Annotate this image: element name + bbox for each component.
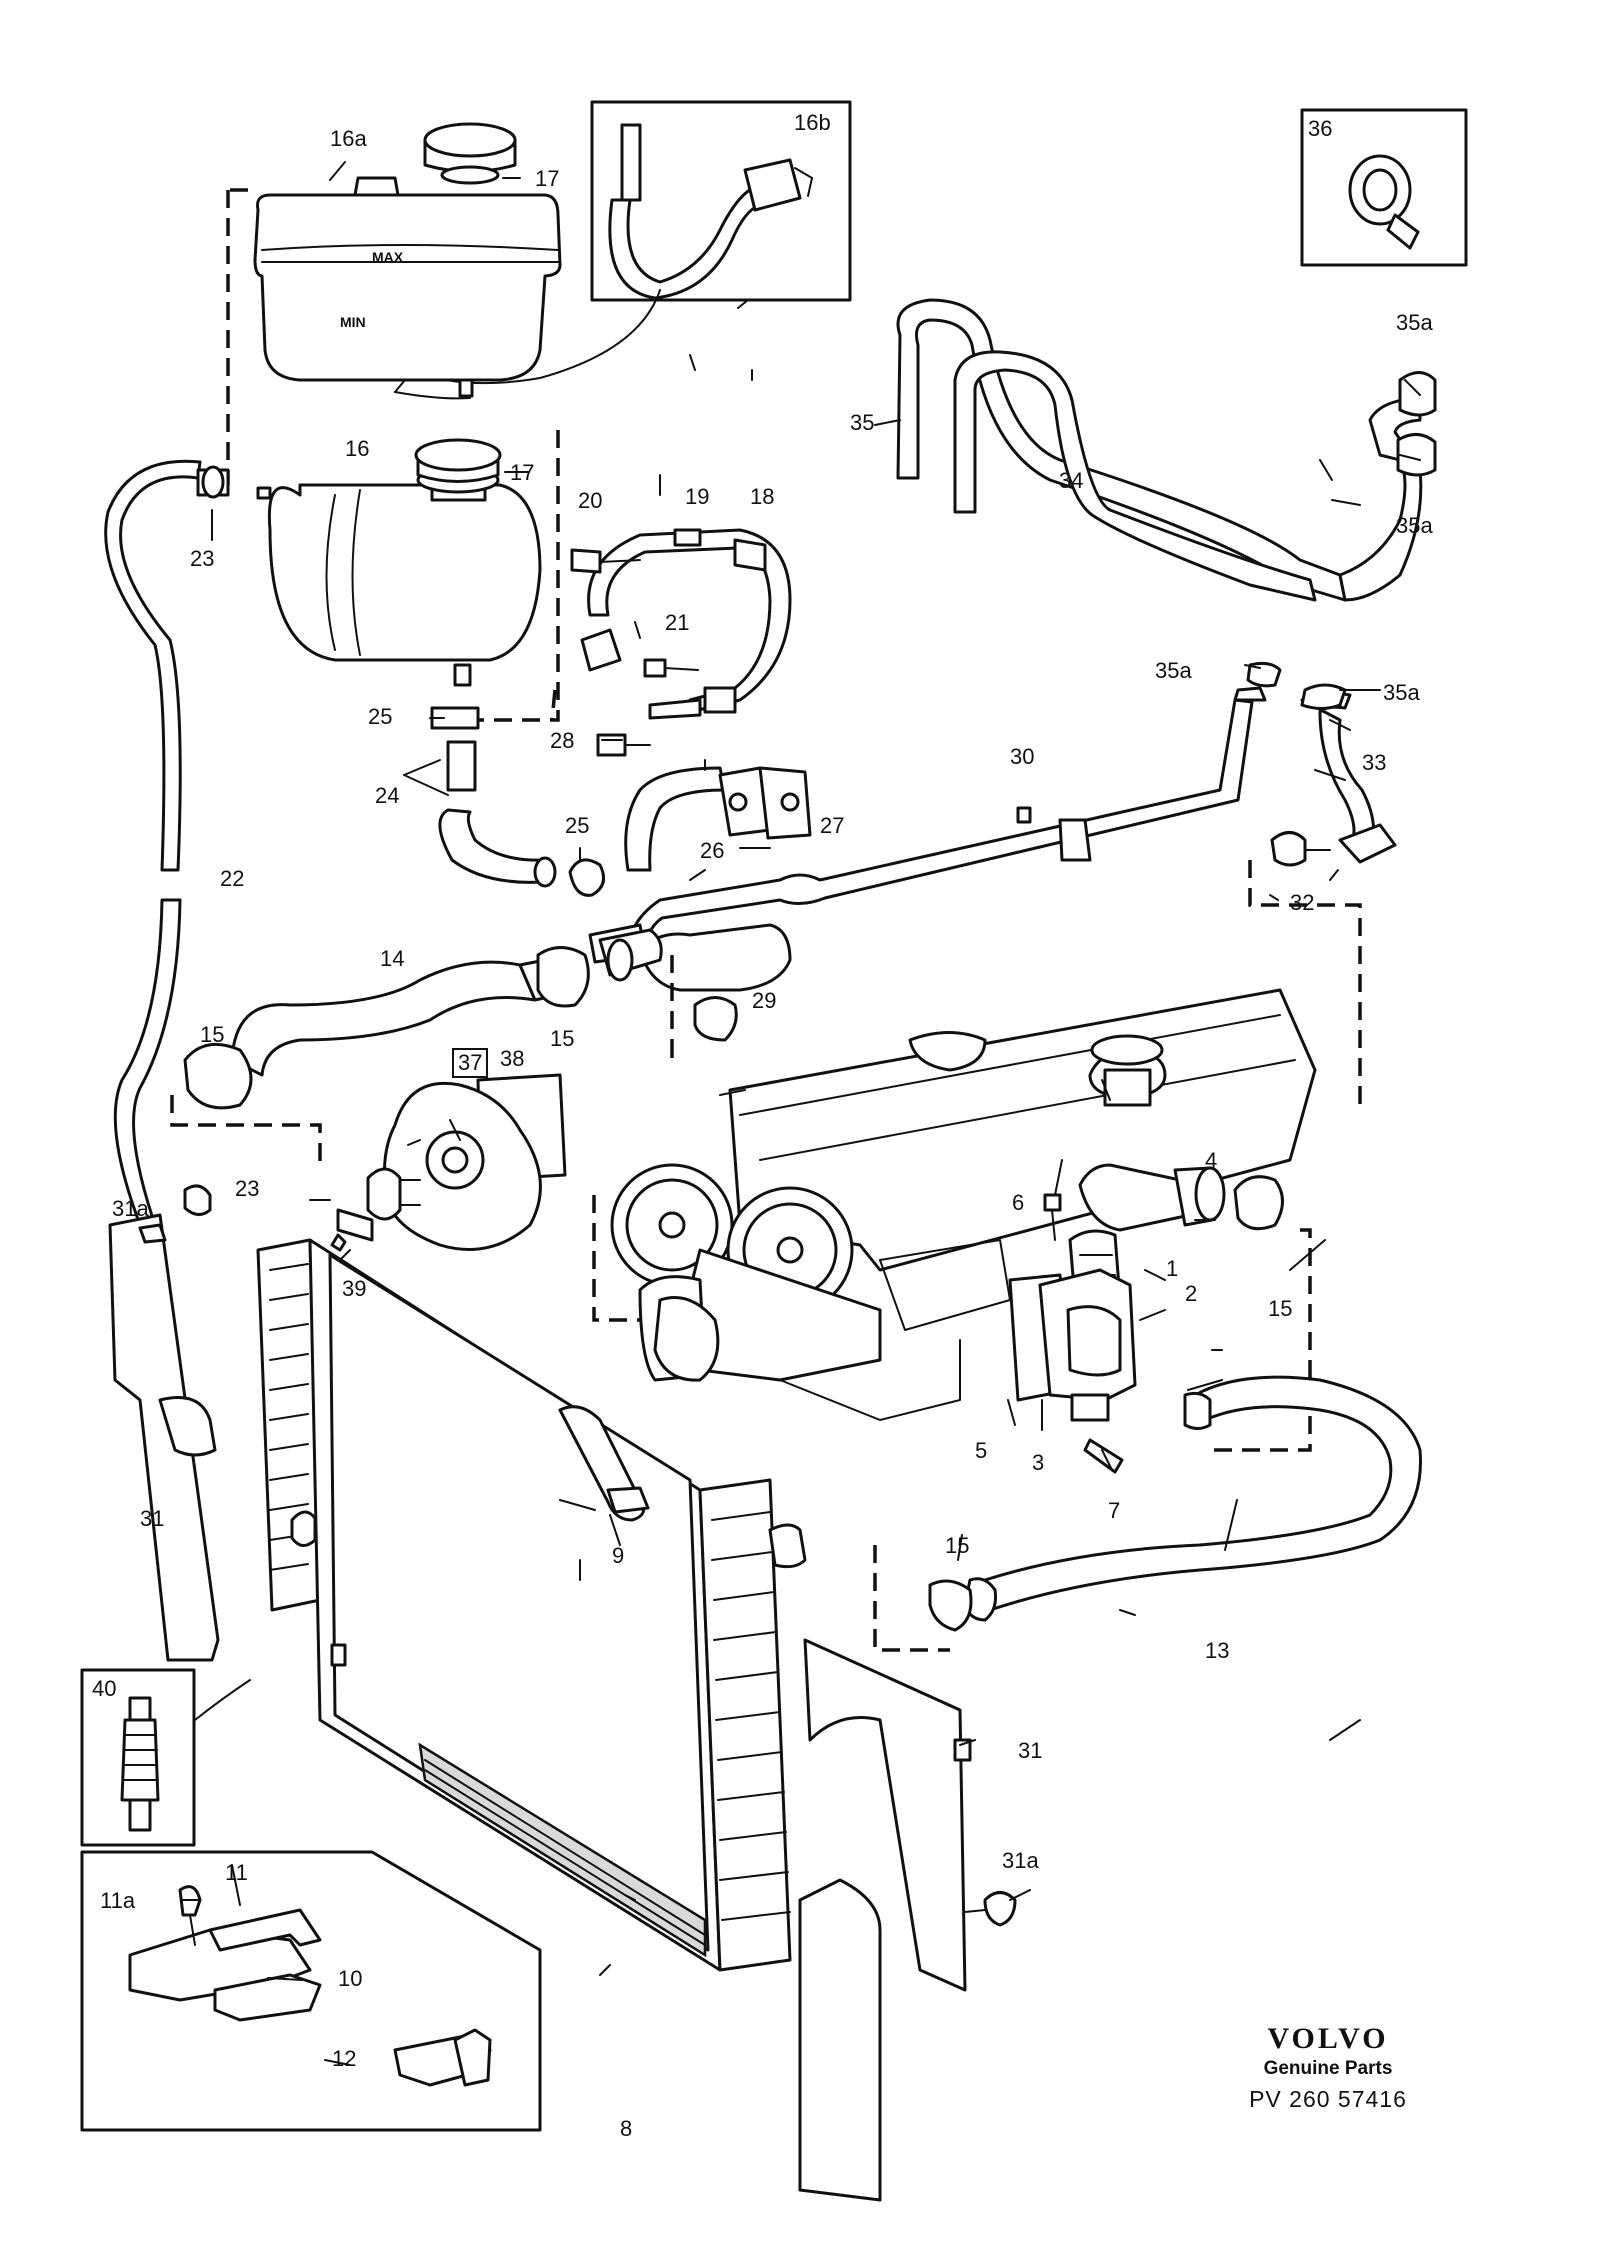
callout-12: 12 — [332, 2046, 357, 2071]
tank-strap-18-19 — [570, 528, 792, 720]
callout-2: 2 — [1185, 1281, 1198, 1306]
callout-31a-right: 31a — [1002, 1848, 1039, 1873]
callout-32: 32 — [1290, 890, 1315, 915]
water-pump-37 — [330, 1073, 567, 1252]
callout-31a-left: 31a — [112, 1196, 149, 1221]
lower-hose-13 — [928, 1375, 1422, 1632]
callout-25-mid: 25 — [565, 813, 590, 838]
volvo-logo: VOLVO — [1267, 2022, 1389, 2055]
callout-35a-3: 35a — [1155, 658, 1192, 683]
overflow-hose-22 — [104, 459, 230, 1272]
callout-16a: 16a — [330, 126, 367, 151]
callout-27: 27 — [820, 813, 845, 838]
callout-20: 20 — [578, 488, 603, 513]
callout-18: 18 — [750, 484, 775, 509]
callout-4: 4 — [1205, 1148, 1218, 1173]
callout-40: 40 — [92, 1676, 117, 1701]
callout-35: 35 — [850, 410, 875, 435]
callout-16: 16 — [345, 436, 370, 461]
callout-35a-1: 35a — [1396, 310, 1433, 335]
callout-29: 29 — [752, 988, 777, 1013]
callout-14: 14 — [380, 946, 405, 971]
callout-36: 36 — [1308, 116, 1333, 141]
pipe-26 — [588, 698, 1254, 992]
callout-25-top: 25 — [368, 704, 393, 729]
callout-13: 13 — [1205, 1638, 1230, 1663]
upper-hose-14 — [183, 928, 738, 1110]
callout-17-mid: 17 — [510, 460, 535, 485]
callout-22: 22 — [220, 866, 245, 891]
cover-31-left — [108, 1213, 220, 1662]
callout-5: 5 — [975, 1438, 988, 1463]
callout-33: 33 — [1362, 750, 1387, 775]
callout-11a: 11a — [100, 1888, 136, 1913]
callout-7: 7 — [1108, 1498, 1121, 1523]
brand-tagline: Genuine Parts — [1263, 2058, 1393, 2079]
callout-35a-2: 35a — [1396, 513, 1433, 538]
callout-23-bottom: 23 — [235, 1176, 260, 1201]
expansion-tank-16 — [256, 438, 542, 687]
callout-3: 3 — [1032, 1450, 1045, 1475]
callout-23-top: 23 — [190, 546, 215, 571]
nipple-23-lower — [183, 1184, 212, 1216]
callout-37: 37 — [452, 1048, 489, 1078]
hoses-33-34-35 — [896, 298, 1437, 864]
inset-40-drain-plug — [80, 1668, 251, 1847]
callout-34: 34 — [1059, 468, 1084, 493]
callout-31-left: 31 — [140, 1506, 165, 1531]
leader-lines — [182, 161, 1421, 2066]
callout-30: 30 — [1010, 744, 1035, 769]
callout-31-right: 31 — [1018, 1738, 1043, 1763]
callout-26: 26 — [700, 838, 725, 863]
volvo-brand-block: VOLVO Genuine Parts PV 260 57416 — [1248, 2022, 1408, 2113]
callout-35a-4: 35a — [1383, 680, 1420, 705]
callout-24: 24 — [375, 783, 400, 808]
engine-cylinder-head — [610, 988, 1317, 1421]
thermostat-assembly — [1008, 1163, 1284, 1474]
callout-6: 6 — [1012, 1190, 1025, 1215]
tank-max-marking: MAX — [372, 249, 404, 265]
callout-17-top: 17 — [535, 166, 560, 191]
callout-15-top-left: 15 — [200, 1022, 225, 1047]
callout-15-bottom: 15 — [945, 1533, 970, 1558]
tank-min-marking: MIN — [340, 314, 366, 330]
callout-9: 9 — [612, 1543, 625, 1568]
inset-36-hose-clamp — [1300, 108, 1468, 267]
expansion-tank-16a — [253, 122, 562, 400]
callout-8: 8 — [620, 2116, 633, 2141]
callout-38: 38 — [500, 1046, 525, 1071]
callout-21: 21 — [665, 610, 690, 635]
inset-16b-hose-connector — [404, 100, 852, 385]
callout-16b: 16b — [794, 110, 831, 135]
callout-11: 11 — [225, 1860, 248, 1885]
callout-19: 19 — [685, 484, 710, 509]
callout-10: 10 — [338, 1966, 363, 1991]
hose-24 — [430, 706, 606, 897]
radiator-8 — [256, 1238, 807, 1972]
callout-1: 1 — [1166, 1256, 1179, 1281]
inset-brackets-10-12 — [80, 1850, 542, 2132]
nipple-32 — [1270, 831, 1331, 867]
callout-15-top-mid: 15 — [550, 1026, 575, 1051]
drawing-number: PV 260 57416 — [1249, 2086, 1407, 2112]
callout-28: 28 — [550, 728, 575, 753]
cover-31-right — [798, 1638, 1017, 2202]
callout-39: 39 — [342, 1276, 367, 1301]
callout-15-right: 15 — [1268, 1296, 1293, 1321]
